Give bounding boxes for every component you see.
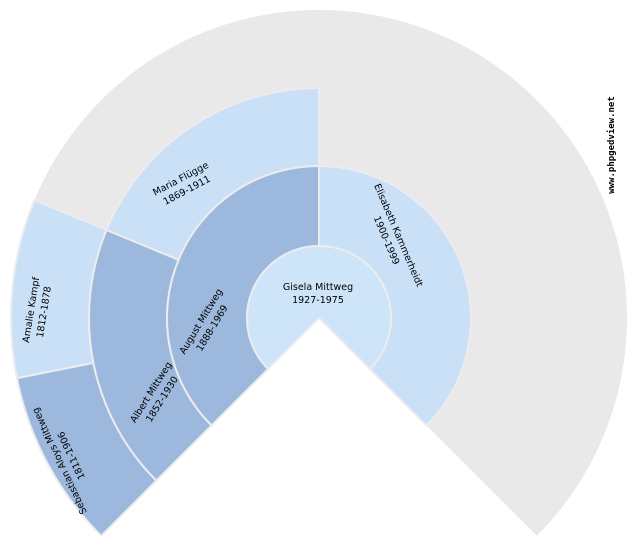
label-root-person[interactable]: Gisela Mittweg 1927-1975 [283,281,353,307]
person-dates: 1927-1975 [292,295,344,306]
segment-empty-maternal-grandparents [319,88,550,481]
segment-root-person[interactable] [246,244,392,370]
phpgedview-watermark-link[interactable]: www.phpgedview.net [607,96,617,194]
person-name: Gisela Mittweg [282,282,354,293]
segment-empty-great-grandparents [34,9,628,536]
